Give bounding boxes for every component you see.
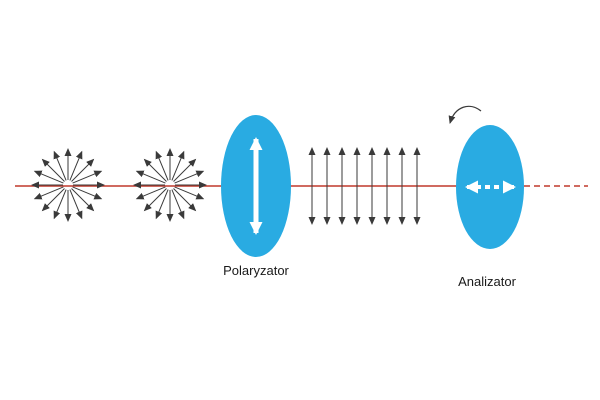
starburst-arrows-icon bbox=[32, 149, 104, 221]
starburst-arrows-icon bbox=[134, 149, 206, 221]
unpolarized-light-group bbox=[32, 149, 206, 221]
polarized-light-group bbox=[308, 147, 421, 225]
curved-rotation-arrow-icon bbox=[448, 105, 482, 124]
polarizer-label: Polaryzator bbox=[223, 263, 289, 278]
analyzer-label: Analizator bbox=[458, 274, 516, 289]
